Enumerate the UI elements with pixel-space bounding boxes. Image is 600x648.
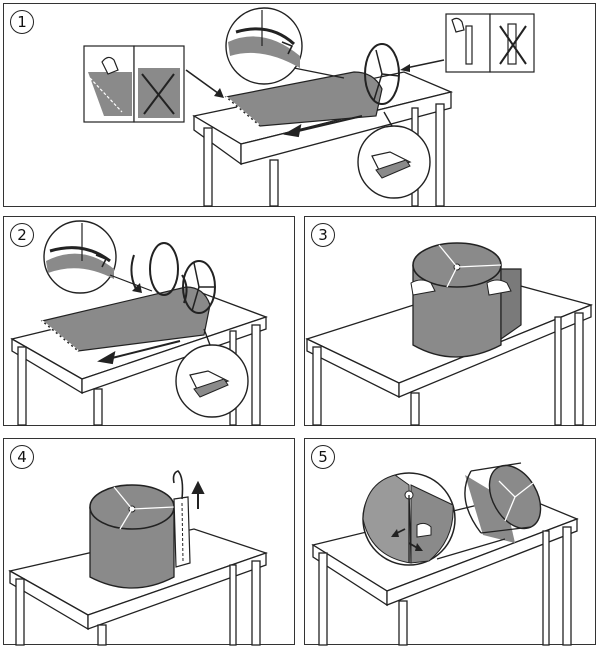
table-leg	[410, 392, 420, 426]
step-2-illustration	[10, 220, 268, 426]
table-leg	[574, 312, 584, 426]
lampshade-cylinder	[465, 475, 515, 543]
step-5-panel: 5	[304, 438, 596, 646]
step-4-illustration	[8, 470, 269, 646]
step-1-panel: 1	[3, 3, 596, 207]
table-leg	[562, 526, 572, 646]
table-leg	[93, 388, 103, 426]
step-number-badge: 3	[311, 223, 335, 247]
correct-incorrect-inset	[83, 45, 185, 123]
table-leg	[15, 578, 25, 646]
lampshade-panel	[40, 286, 211, 352]
table-leg	[312, 346, 322, 426]
lampshade-panel	[224, 71, 383, 127]
step-number-badge: 2	[10, 223, 34, 247]
step-3-illustration	[305, 242, 594, 426]
up-arrow-icon	[191, 480, 205, 509]
table-leg	[251, 560, 261, 646]
table-leg	[203, 127, 213, 207]
detail-zoom-circle	[43, 220, 117, 294]
adhesive-tape-strip	[173, 496, 191, 568]
table-leg	[17, 346, 27, 426]
step-1-illustration	[83, 7, 535, 207]
table-leg	[554, 316, 562, 426]
direction-arrow	[283, 115, 363, 138]
detail-zoom-circle	[175, 344, 249, 418]
hand-icon	[416, 522, 432, 538]
hand-icon	[410, 279, 436, 296]
step-5-illustration	[311, 462, 579, 646]
hand-icon	[486, 279, 512, 296]
detail-zoom-circle	[362, 472, 456, 566]
detail-zoom-circle	[225, 7, 303, 85]
detail-zoom-circle	[357, 125, 431, 199]
table-leg	[398, 600, 408, 646]
direction-arrow	[97, 340, 181, 365]
lampshade-ring	[364, 43, 400, 105]
lampshade-cylinder	[89, 507, 175, 589]
lampshade-ring	[149, 242, 179, 296]
step-number-badge: 1	[10, 10, 34, 34]
step-2-panel: 2	[3, 216, 295, 426]
table-leg	[251, 324, 261, 426]
correct-incorrect-inset	[445, 13, 535, 73]
table-leg	[318, 552, 328, 646]
table-leg	[97, 624, 107, 646]
step-number-badge: 4	[10, 445, 34, 469]
lampshade-ring	[182, 260, 216, 314]
table-leg	[269, 159, 279, 207]
table-leg	[229, 564, 237, 646]
lampshade-cylinder	[412, 265, 502, 358]
table-leg	[435, 103, 445, 207]
table-leg	[542, 530, 550, 646]
step-3-panel: 3	[304, 216, 596, 426]
step-number-badge: 5	[311, 445, 335, 469]
step-4-panel: 4	[3, 438, 295, 646]
